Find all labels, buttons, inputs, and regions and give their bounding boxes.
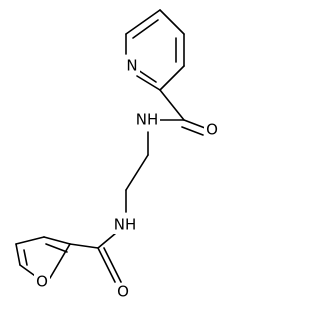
pyridine-ring bbox=[125, 9, 185, 91]
chemical-structure: N O NH NH O O bbox=[15, 9, 220, 301]
bottom-amide-group bbox=[69, 232, 122, 283]
furan-oxygen-label: O bbox=[36, 273, 48, 291]
top-amide-nh-label: NH bbox=[136, 111, 159, 129]
bottom-amide-nh-label: NH bbox=[114, 216, 137, 234]
pyridine-nitrogen-label: N bbox=[126, 57, 137, 75]
structure-drawing: N O NH NH O O bbox=[15, 9, 220, 301]
atom-labels: N O NH NH O O bbox=[34, 57, 220, 301]
bottom-carbonyl-oxygen-label: O bbox=[117, 283, 129, 301]
top-amide-group bbox=[157, 89, 206, 136]
top-carbonyl-oxygen-label: O bbox=[206, 121, 218, 139]
ethylene-linker bbox=[125, 131, 149, 213]
